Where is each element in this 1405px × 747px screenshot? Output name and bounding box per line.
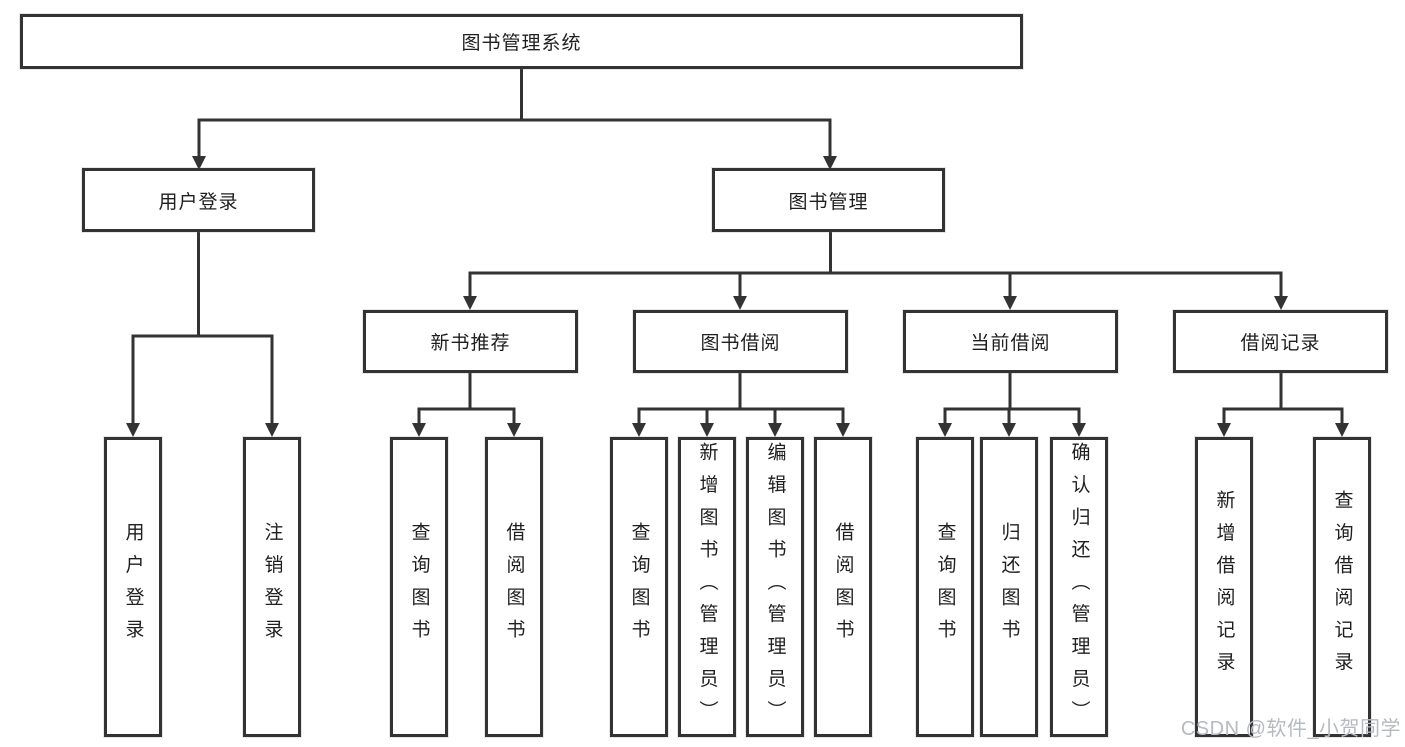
leaf-borrow-add-books-admin: 新增图书（管理员）: [678, 437, 736, 737]
node-new-book-recommend: 新书推荐: [363, 310, 578, 373]
leaf-newrec-query-books: 查询图书: [390, 437, 448, 737]
leaf-current-confirm-return-admin: 确认归还（管理员）: [1050, 437, 1108, 737]
arrowheads: [126, 156, 1349, 437]
node-user-login: 用户登录: [82, 168, 315, 232]
csdn-watermark: CSDN @软件_小贺同学: [1180, 718, 1401, 740]
leaf-records-query-record: 查询借阅记录: [1313, 437, 1371, 737]
node-book-management: 图书管理: [712, 168, 945, 232]
leaf-borrow-edit-books-admin: 编辑图书（管理员）: [746, 437, 804, 737]
leaf-borrow-borrow-books: 借阅图书: [814, 437, 872, 737]
leaf-user-login: 用户登录: [104, 437, 162, 737]
leaf-borrow-query-books: 查询图书: [610, 437, 668, 737]
node-current-borrow: 当前借阅: [903, 310, 1118, 373]
leaf-current-return-books: 归还图书: [980, 437, 1038, 737]
leaf-logout: 注销登录: [243, 437, 301, 737]
node-book-borrow: 图书借阅: [633, 310, 848, 373]
node-borrow-records: 借阅记录: [1173, 310, 1388, 373]
leaf-records-add-record: 新增借阅记录: [1195, 437, 1253, 737]
node-library-management-system: 图书管理系统: [20, 14, 1023, 69]
leaf-newrec-borrow-books: 借阅图书: [485, 437, 543, 737]
leaf-current-query-books: 查询图书: [916, 437, 974, 737]
